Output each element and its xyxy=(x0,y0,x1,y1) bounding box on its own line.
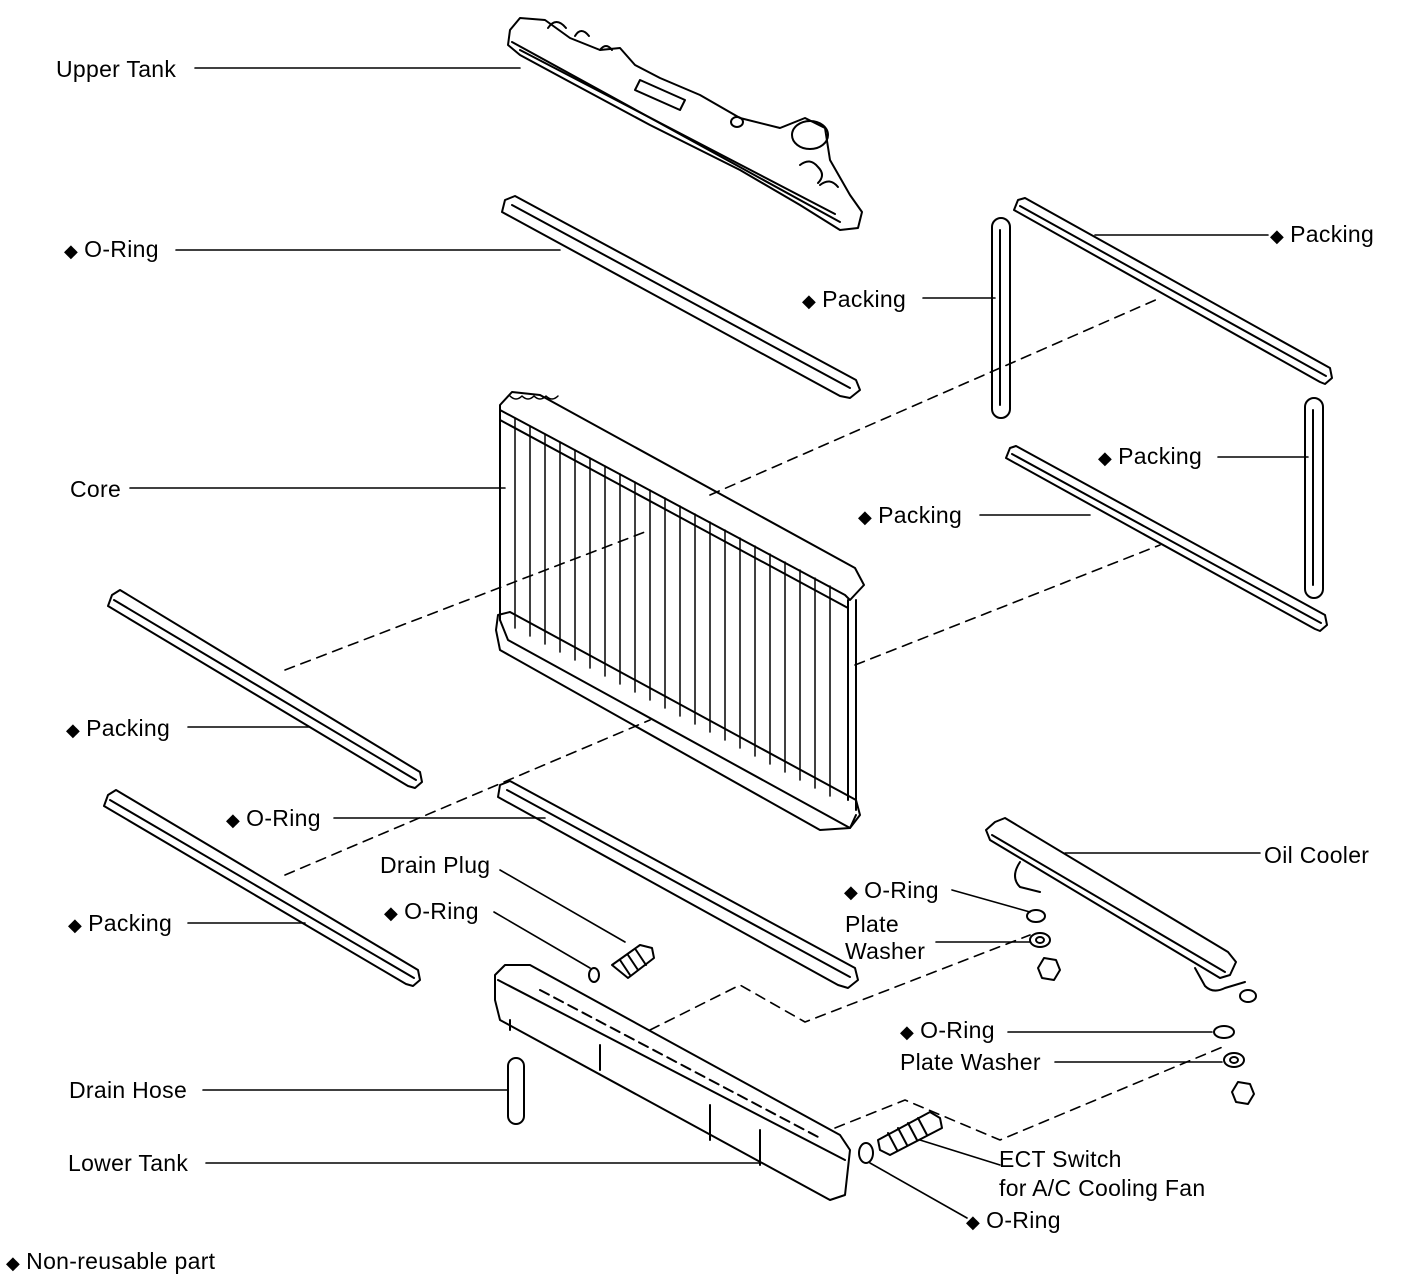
non-reusable-diamond-icon: ◆ xyxy=(1270,226,1285,246)
label-ect-switch-o-ring: ◆O-Ring xyxy=(966,1207,1061,1233)
upper-tank-part xyxy=(508,18,862,230)
label-drain-plug-o-ring: ◆O-Ring xyxy=(384,898,479,924)
label-washer: Washer xyxy=(845,938,926,964)
nut-lower-part xyxy=(1232,1082,1254,1104)
nut-upper-part xyxy=(1038,958,1060,980)
label-plate: Plate xyxy=(845,911,899,937)
packing-vertical-left-part xyxy=(992,218,1010,418)
label-ect-switch-line2: for A/C Cooling Fan xyxy=(999,1175,1206,1201)
label-packing-lower-left: ◆Packing xyxy=(68,910,173,936)
label-drain-hose: Drain Hose xyxy=(69,1077,188,1103)
non-reusable-diamond-icon: ◆ xyxy=(6,1253,21,1273)
plate-washer-lower-part xyxy=(1224,1053,1244,1067)
label-packing-vertical-right: ◆Packing xyxy=(1098,443,1203,469)
plate-washer-upper-part xyxy=(1030,933,1050,947)
drain-plug-o-ring-part xyxy=(589,968,599,982)
non-reusable-diamond-icon: ◆ xyxy=(68,915,83,935)
core-part xyxy=(496,392,864,830)
non-reusable-diamond-icon: ◆ xyxy=(966,1212,981,1232)
label-packing-vertical-left: ◆Packing xyxy=(802,286,907,312)
label-packing-mid-left: ◆Packing xyxy=(66,715,171,741)
non-reusable-diamond-icon: ◆ xyxy=(226,810,241,830)
label-oil-cooler: Oil Cooler xyxy=(1264,842,1370,868)
non-reusable-diamond-icon: ◆ xyxy=(900,1022,915,1042)
packing-lower-left-part xyxy=(104,790,420,986)
label-o-ring-upper: ◆O-Ring xyxy=(64,236,159,262)
label-lower-tank: Lower Tank xyxy=(68,1150,189,1176)
non-reusable-diamond-icon: ◆ xyxy=(384,903,399,923)
legend-non-reusable: ◆Non-reusable part xyxy=(6,1248,216,1274)
non-reusable-diamond-icon: ◆ xyxy=(1098,448,1113,468)
packing-mid-left-part xyxy=(108,590,422,788)
ect-switch-part xyxy=(878,1112,942,1155)
drain-hose-part xyxy=(508,1058,524,1124)
label-oil-cooler-o-ring-lower: ◆O-Ring xyxy=(900,1017,995,1043)
label-packing-lower-right: ◆Packing xyxy=(858,502,963,528)
non-reusable-diamond-icon: ◆ xyxy=(66,720,81,740)
label-drain-plug: Drain Plug xyxy=(380,852,491,878)
label-o-ring-lower: ◆O-Ring xyxy=(226,805,321,831)
label-packing-upper-right: ◆Packing xyxy=(1270,221,1375,247)
ect-switch-o-ring-part xyxy=(859,1143,873,1163)
assembly-guide-lines xyxy=(285,298,1225,1140)
lower-tank-part xyxy=(495,965,850,1200)
lower-o-ring-part xyxy=(498,781,858,988)
oil-cooler-o-ring-lower-part xyxy=(1214,1026,1234,1038)
label-upper-tank: Upper Tank xyxy=(56,56,177,82)
oil-cooler-o-ring-upper-part xyxy=(1027,910,1045,922)
leader-lines xyxy=(130,68,1308,1218)
packing-vertical-right-part xyxy=(1305,398,1323,598)
non-reusable-diamond-icon: ◆ xyxy=(802,291,817,311)
packing-lower-right-part xyxy=(1006,446,1327,631)
drain-plug-part xyxy=(612,945,654,978)
oil-cooler-part xyxy=(986,818,1256,1002)
label-core: Core xyxy=(70,476,122,502)
non-reusable-diamond-icon: ◆ xyxy=(844,882,859,902)
label-plate-washer: Plate Washer xyxy=(900,1049,1041,1075)
upper-o-ring-part xyxy=(502,196,860,398)
packing-upper-right-part xyxy=(1014,198,1332,384)
label-ect-switch-line1: ECT Switch xyxy=(999,1146,1122,1172)
non-reusable-diamond-icon: ◆ xyxy=(858,507,873,527)
non-reusable-diamond-icon: ◆ xyxy=(64,241,79,261)
label-oil-cooler-o-ring-upper: ◆O-Ring xyxy=(844,877,939,903)
